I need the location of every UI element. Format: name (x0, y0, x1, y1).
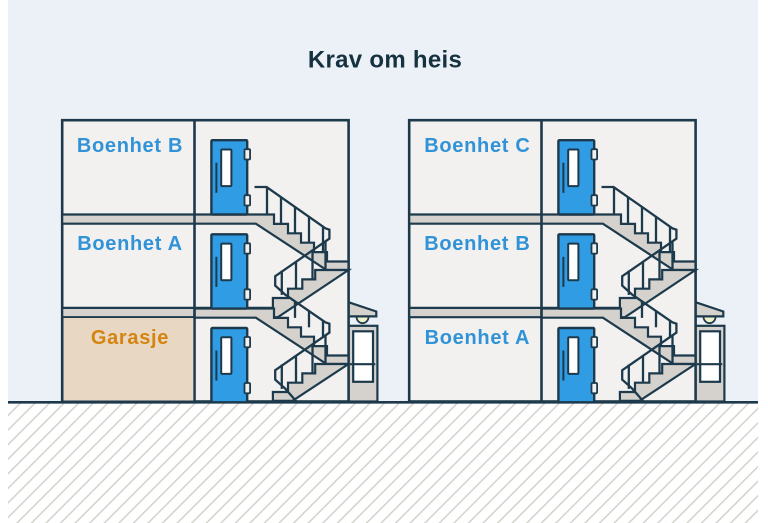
svg-text:Garasje: Garasje (91, 327, 169, 349)
svg-text:Krav om heis: Krav om heis (308, 47, 462, 74)
svg-text:Boenhet B: Boenhet B (77, 135, 183, 157)
svg-text:Boenhet C: Boenhet C (424, 135, 530, 157)
svg-text:Boenhet A: Boenhet A (77, 233, 183, 255)
svg-text:Boenhet B: Boenhet B (424, 233, 530, 255)
svg-text:Boenhet A: Boenhet A (425, 327, 531, 349)
